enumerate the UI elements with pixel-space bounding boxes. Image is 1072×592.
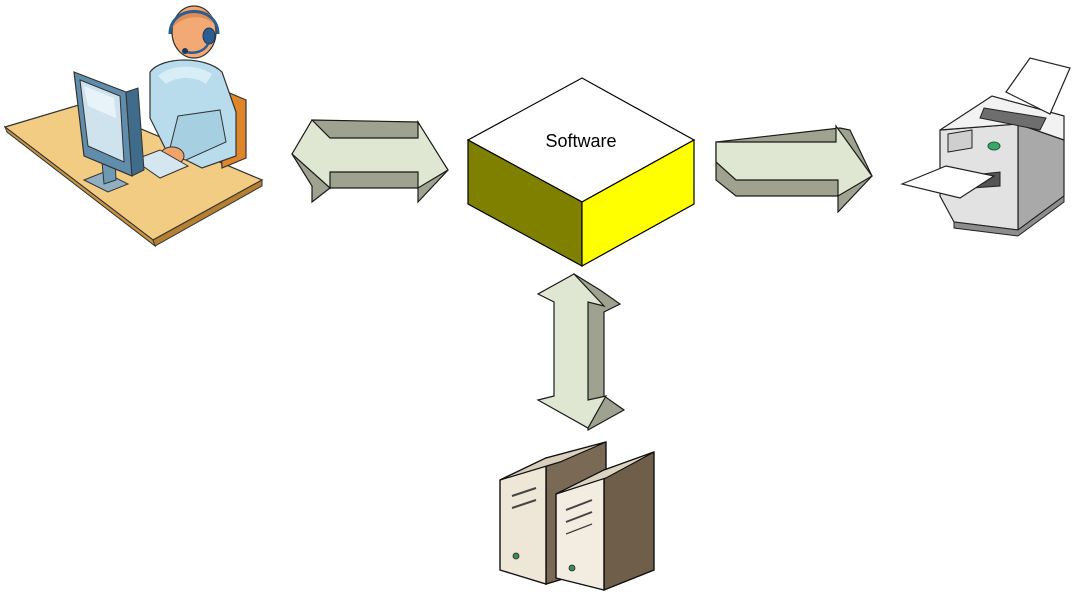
- software-label: Software: [545, 131, 616, 151]
- vertical-bidirectional-arrow-icon: [536, 272, 626, 432]
- server-towers-icon: [499, 441, 655, 592]
- printer-icon: [900, 57, 1071, 237]
- operator-at-computer-icon: [3, 5, 264, 248]
- forward-arrow-icon: [715, 124, 873, 214]
- bidirectional-arrow-icon: [291, 119, 449, 204]
- software-cube: Software: [466, 77, 696, 268]
